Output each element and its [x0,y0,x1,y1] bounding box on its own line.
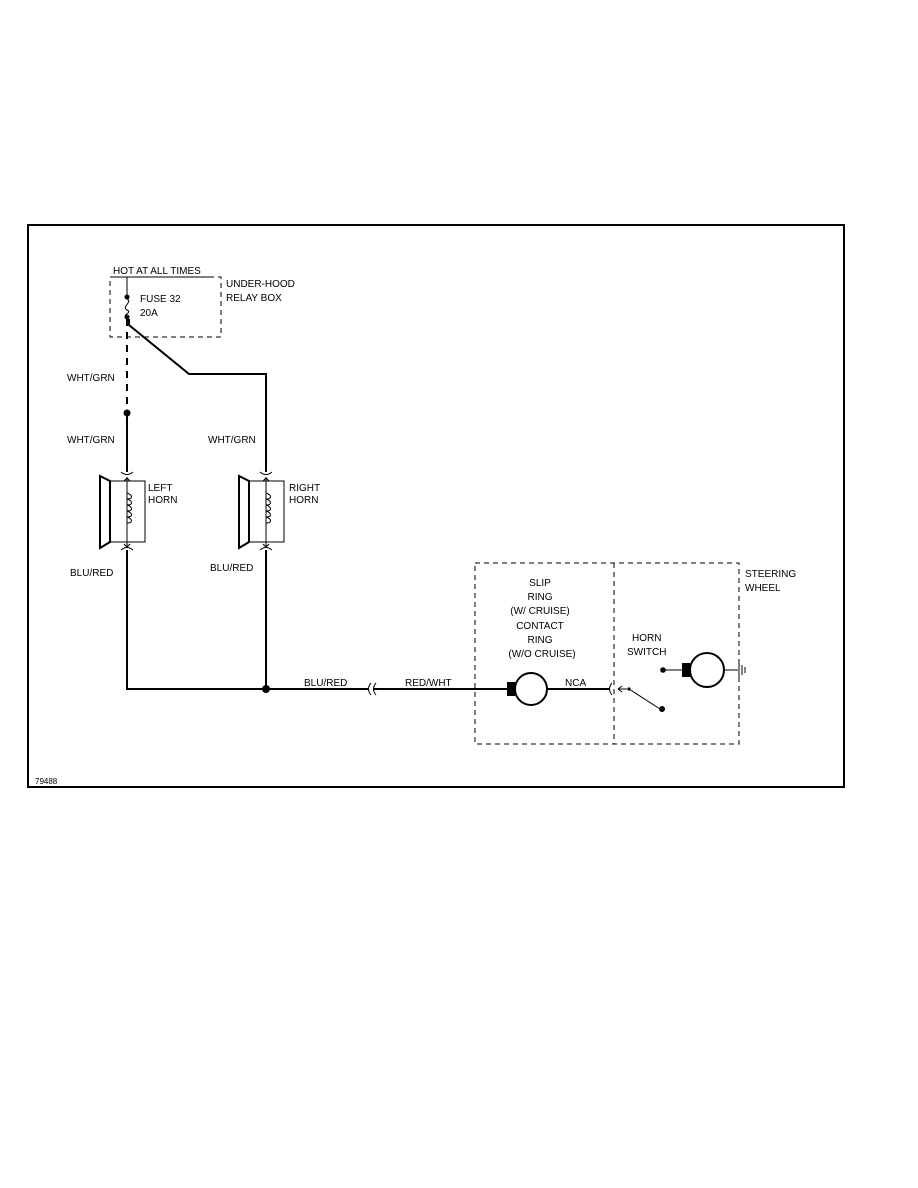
nca-label: NCA [565,678,586,689]
right-horn-label-2: HORN [289,495,318,506]
steering-wheel-contact-symbol [660,652,738,688]
slip-ring-label-6: (W/O CRUISE) [508,649,575,660]
nca-connector [609,682,613,696]
left-mid-wire-label: WHT/GRN [67,435,115,446]
steering-wheel-label-2: WHEEL [745,583,781,594]
steering-wheel-label: STEERING [745,569,796,580]
fuse-number-label: FUSE 32 [140,294,181,305]
left-horn-label: LEFT [148,483,172,494]
slip-ring-label-4: CONTACT [516,621,564,632]
relay-box-outline [109,276,222,338]
horn-switch-label: HORN [632,633,661,644]
relay-box-label: RELAY BOX [226,293,282,304]
hot-at-all-times-label: HOT AT ALL TIMES [113,266,201,277]
fuse-rating-label: 20A [140,308,158,319]
right-horn-symbol [238,471,285,551]
under-hood-label: UNDER-HOOD [226,279,295,290]
right-feed-wire [128,319,267,472]
red-wht-wire-label: RED/WHT [405,678,452,689]
left-upper-wire-label: WHT/GRN [67,373,115,384]
horn-switch-label-2: SWITCH [627,647,666,658]
horn-switch-symbol [617,685,665,712]
under-hood-relay-box: HOT AT ALL TIMES UNDER-HOOD RELAY BOX FU… [109,266,295,338]
steering-column-outline [474,562,740,745]
slip-ring-label-5: RING [528,635,553,646]
left-lower-wire-label: BLU/RED [70,568,113,579]
ground-icon [738,663,746,677]
figure-id-label: 79488 [35,777,58,786]
right-horn-label: RIGHT [289,483,320,494]
fuse-symbol [124,277,130,320]
slip-ring-contact-symbol [507,672,548,706]
bottom-run-wire-label: BLU/RED [304,678,347,689]
slip-ring-label-2: RING [528,592,553,603]
left-ground-side-wire [126,550,266,690]
left-horn-symbol [99,471,146,551]
left-horn-label-2: HORN [148,495,177,506]
right-upper-wire-label: WHT/GRN [208,435,256,446]
diagram-frame [27,224,845,788]
right-lower-wire-label: BLU/RED [210,563,253,574]
slip-ring-label-1: SLIP [529,578,551,589]
slip-ring-label-3: (W/ CRUISE) [510,606,569,617]
